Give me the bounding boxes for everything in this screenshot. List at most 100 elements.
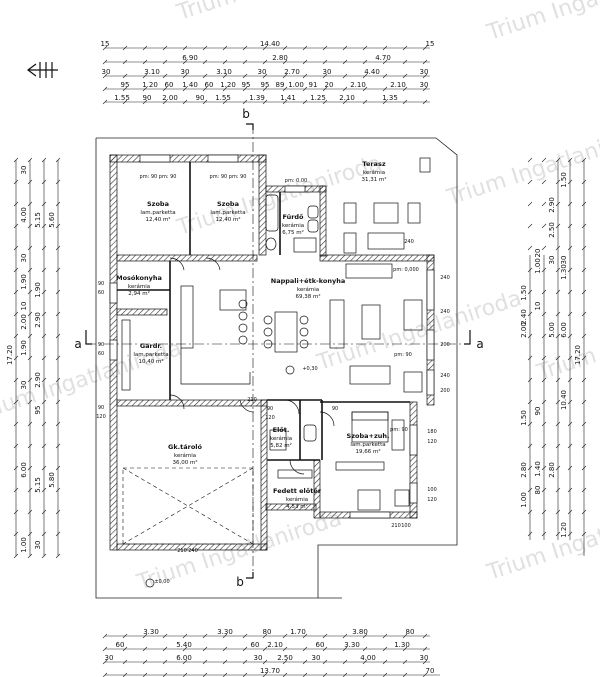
- dim-top-label: 2.10: [350, 81, 366, 89]
- dim-left-label: 5.80: [48, 472, 56, 488]
- plan-note: ±0,00: [154, 579, 169, 585]
- dim-bottom-label: 1.30: [394, 641, 410, 649]
- dim-top-label: 30: [102, 68, 111, 76]
- dim-right-label: 1.20: [560, 522, 568, 538]
- dim-top-label: 1.41: [280, 94, 296, 102]
- watermark-text: Trium Ingatlaniroda: [173, 0, 385, 26]
- dim-bottom-label: 4.00: [360, 654, 376, 662]
- plan-note: +0,30: [302, 366, 317, 372]
- dim-top-label: 1.35: [382, 94, 398, 102]
- dim-top-label: 60: [205, 81, 214, 89]
- windows: [109, 154, 435, 519]
- dim-top-label: 1.55: [114, 94, 130, 102]
- room-detail: kerámia: [286, 496, 308, 503]
- dim-bottom-label: 3.30: [344, 641, 360, 649]
- plan-note: 120: [427, 439, 437, 445]
- dim-left-label: 2.00: [20, 314, 28, 330]
- dim-right-label: 1.40: [534, 461, 542, 477]
- dim-left-label: 2.90: [34, 372, 42, 388]
- dim-bottom-label: 3.30: [217, 628, 233, 636]
- dim-right-label: 1.30: [560, 264, 568, 280]
- dim-top-label: 2.00: [162, 94, 178, 102]
- dim-top-label: 1.25: [310, 94, 326, 102]
- dim-top-label: 1.00: [288, 81, 304, 89]
- dim-top-label: 4.40: [364, 68, 380, 76]
- dim-top-label: 2.10: [390, 81, 406, 89]
- plan-note: 240: [440, 373, 450, 379]
- dim-right-label: 2.90: [548, 197, 556, 213]
- dim-top-label: 15: [101, 40, 110, 48]
- plan-note: pm: 90 pm: 90: [140, 174, 177, 180]
- room-detail: lam.parketta: [210, 210, 245, 216]
- dim-top-label: 90: [143, 94, 152, 102]
- dim-bottom-label: 30: [312, 654, 321, 662]
- dim-bottom-label: 60: [116, 641, 125, 649]
- room-name: Terasz: [362, 160, 385, 168]
- room-detail: lam.parketta: [350, 442, 385, 448]
- furniture: [121, 157, 431, 588]
- room-detail: 10,40 m²: [138, 358, 163, 365]
- dim-bottom-label: 6.00: [176, 654, 192, 662]
- dim-bottom-label: 60: [316, 641, 325, 649]
- plan-note: pm: 0,000: [393, 267, 419, 273]
- plan-note: 90: [98, 342, 104, 348]
- watermark-text: Trium Ingatlaniroda: [443, 121, 600, 211]
- dim-right-label: 20: [534, 249, 542, 258]
- dim-bottom-label: 30: [105, 654, 114, 662]
- room-detail: 19,66 m²: [355, 448, 380, 455]
- watermark-text: Trium Ingatlaniroda: [483, 496, 600, 586]
- dim-right-label: 10.40: [560, 390, 568, 410]
- room-detail: kerámia: [174, 452, 196, 459]
- section-markers: [85, 123, 471, 579]
- room-name: Fedett előtér: [273, 486, 322, 495]
- plan-note: 90: [98, 281, 104, 287]
- dim-bottom-label: 30: [420, 654, 429, 662]
- dim-left-label: 5.15: [34, 212, 42, 228]
- room-name: Fürdő: [282, 212, 304, 221]
- plan-note: 120: [427, 497, 437, 503]
- dim-bottom-label: 80: [263, 628, 272, 636]
- room-name: Szoba: [217, 200, 239, 208]
- plan-note: 90: [267, 406, 273, 412]
- room-name: Gk.tároló: [168, 443, 203, 451]
- dim-top-label: 90: [196, 94, 205, 102]
- dim-bottom-label: 70: [426, 667, 435, 675]
- dim-left-label: 17.20: [6, 345, 14, 365]
- dim-left-label: 5.15: [34, 477, 42, 493]
- dim-bottom-label: 3.80: [352, 628, 368, 636]
- dim-bottom-label: 2.50: [277, 654, 293, 662]
- dim-top-label: 4.70: [375, 54, 391, 62]
- dim-left-label: 1.90: [20, 340, 28, 356]
- dim-bottom-label: 3.30: [143, 628, 159, 636]
- dim-right-label: 90: [534, 407, 542, 416]
- dim-left-label: 30: [34, 541, 42, 550]
- plan-note: 120: [96, 414, 106, 420]
- room-detail: kerámia: [128, 283, 150, 290]
- dim-top-label: 91: [309, 81, 318, 89]
- dim-left-label: 5.60: [48, 212, 56, 228]
- watermark-text: Trium Ingatlaniroda: [483, 0, 600, 46]
- dim-top-label: 95: [121, 81, 130, 89]
- dim-top-label: 20: [325, 81, 334, 89]
- dim-right-label: 2.40: [520, 309, 528, 325]
- section-axis-label: b: [236, 575, 244, 589]
- dim-bottom-label: 2.10: [267, 641, 283, 649]
- dim-right-label: 1.50: [520, 285, 528, 301]
- dim-left-label: 2.90: [34, 312, 42, 328]
- dim-top-label: 1.55: [215, 94, 231, 102]
- dim-left-label: 30: [20, 166, 28, 175]
- dim-bottom-label: 13.70: [260, 667, 280, 675]
- dim-top-label: 2.10: [339, 94, 355, 102]
- dimension-lines: [13, 45, 587, 677]
- dim-left-label: 30: [20, 254, 28, 263]
- dim-right-label: 30: [560, 256, 568, 265]
- dim-top-label: 89: [276, 81, 285, 89]
- plan-note: 240: [440, 309, 450, 315]
- room-detail: kerámia: [363, 169, 385, 176]
- section-axis-label: a: [476, 337, 483, 351]
- section-axis-label: a: [74, 337, 81, 351]
- watermark-text: Trium Ingatlaniroda: [173, 151, 385, 241]
- plan-note: 120: [265, 415, 275, 421]
- dim-left-label: 6.00: [20, 462, 28, 478]
